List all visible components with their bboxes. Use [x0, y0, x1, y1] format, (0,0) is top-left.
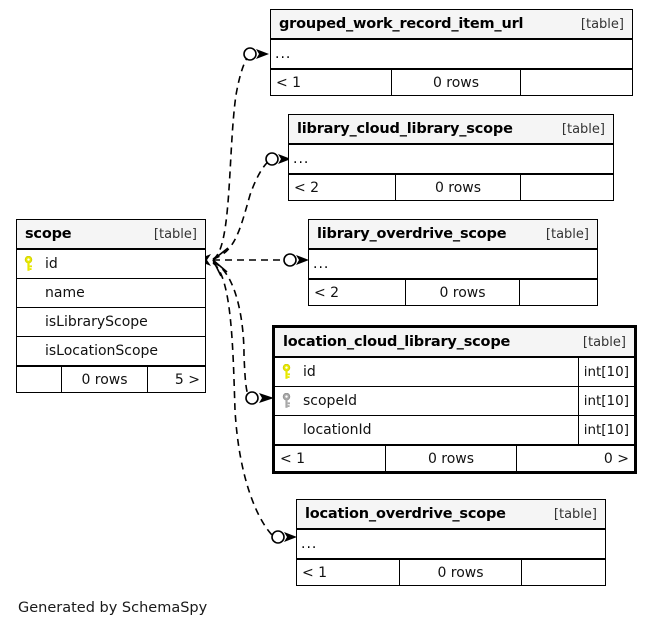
column-name: locationId	[303, 422, 372, 438]
table-column-row[interactable]: locationId int[10]	[275, 416, 634, 445]
cardinality-zero-library-overdrive-scope	[283, 253, 297, 267]
edge-scope-location-overdrive-scope	[212, 262, 273, 536]
column-name: isLibraryScope	[45, 314, 148, 330]
table-header: library_overdrive_scope [table]	[309, 220, 597, 250]
no-key-spacer	[17, 337, 39, 365]
table-collapsed-row: ...	[297, 530, 605, 559]
table-location-cloud-library-scope[interactable]: location_cloud_library_scope [table] id …	[272, 325, 637, 474]
cardinality-zero-grouped-work-record-item-url	[243, 47, 257, 61]
table-type-tag: [table]	[553, 506, 597, 522]
column-name: isLocationScope	[45, 343, 159, 359]
column-name: scopeId	[303, 393, 358, 409]
table-name: grouped_work_record_item_url	[279, 16, 524, 32]
column-type: int[10]	[577, 387, 634, 415]
table-name: scope	[25, 226, 72, 242]
collapsed-ellipsis: ...	[275, 46, 292, 62]
footer-row-count: 0 rows	[399, 560, 521, 585]
generated-by-note: Generated by SchemaSpy	[18, 600, 208, 616]
no-key-spacer	[275, 416, 297, 444]
table-header: location_cloud_library_scope [table]	[275, 328, 634, 358]
table-footer: < 1 0 rows 0 >	[275, 445, 634, 471]
no-key-spacer	[17, 279, 39, 307]
footer-row-count: 0 rows	[61, 367, 147, 392]
table-header: grouped_work_record_item_url [table]	[271, 10, 632, 40]
column-type: int[10]	[577, 416, 634, 444]
footer-parent-count[interactable]: < 2	[314, 284, 340, 301]
table-collapsed-row: ...	[289, 145, 613, 174]
collapsed-ellipsis: ...	[293, 151, 310, 167]
table-footer: 0 rows 5 >	[17, 366, 205, 392]
primary-key-icon	[17, 250, 39, 278]
footer-parent-count[interactable]: < 1	[302, 564, 328, 581]
no-key-spacer	[17, 308, 39, 336]
table-library-overdrive-scope[interactable]: library_overdrive_scope [table] ... < 2 …	[308, 219, 598, 306]
column-name: id	[45, 256, 58, 272]
table-name: location_cloud_library_scope	[283, 334, 511, 350]
table-column-row[interactable]: scopeId int[10]	[275, 387, 634, 416]
table-footer: < 2 0 rows	[309, 279, 597, 305]
edge-scope-library-cloud-library-scope	[212, 159, 271, 260]
table-name: library_overdrive_scope	[317, 226, 507, 242]
edge-scope-location-cloud-library-scope	[212, 261, 250, 398]
table-footer: < 1 0 rows	[271, 69, 632, 95]
footer-row-count: 0 rows	[391, 70, 520, 95]
footer-parent-count[interactable]: < 1	[280, 450, 306, 467]
table-collapsed-row: ...	[271, 40, 632, 69]
table-column-row[interactable]: id	[17, 250, 205, 279]
table-column-row[interactable]: name	[17, 279, 205, 308]
crowsfoot-scope-c	[212, 259, 222, 277]
crowsfoot-scope-a	[212, 247, 229, 261]
column-name: name	[45, 285, 85, 301]
table-type-tag: [table]	[580, 16, 624, 32]
cardinality-zero-location-cloud-library-scope	[245, 391, 259, 405]
table-header: location_overdrive_scope [table]	[297, 500, 605, 530]
table-footer: < 2 0 rows	[289, 174, 613, 200]
footer-parent-count[interactable]	[17, 367, 61, 392]
footer-child-count[interactable]	[521, 560, 605, 585]
table-grouped-work-record-item-url[interactable]: grouped_work_record_item_url [table] ...…	[270, 9, 633, 96]
table-footer: < 1 0 rows	[297, 559, 605, 585]
table-header: library_cloud_library_scope [table]	[289, 115, 613, 145]
footer-child-count[interactable]	[520, 175, 613, 200]
primary-key-icon	[275, 358, 297, 386]
cardinality-zero-library-cloud-library-scope	[265, 152, 279, 166]
foreign-key-icon	[275, 387, 297, 415]
table-column-row[interactable]: id int[10]	[275, 358, 634, 387]
table-type-tag: [table]	[582, 334, 626, 350]
column-type: int[10]	[577, 358, 634, 386]
table-header: scope [table]	[17, 220, 205, 250]
footer-row-count: 0 rows	[395, 175, 520, 200]
cardinality-zero-location-overdrive-scope	[271, 530, 285, 544]
table-collapsed-row: ...	[309, 250, 597, 279]
footer-parent-count[interactable]: < 1	[276, 74, 302, 91]
arrowhead-grouped-work-record-item-url	[256, 49, 269, 59]
table-column-row[interactable]: isLibraryScope	[17, 308, 205, 337]
footer-child-count[interactable]: 5 >	[147, 367, 205, 392]
table-type-tag: [table]	[545, 226, 589, 242]
crowsfoot-scope-b	[212, 259, 228, 273]
collapsed-ellipsis: ...	[301, 536, 318, 552]
footer-child-count[interactable]: 0 >	[516, 446, 634, 471]
table-name: library_cloud_library_scope	[297, 121, 513, 137]
edge-scope-grouped-work-record-item-url	[212, 54, 250, 260]
footer-child-count[interactable]	[520, 70, 632, 95]
footer-parent-count[interactable]: < 2	[294, 179, 320, 196]
table-name: location_overdrive_scope	[305, 506, 506, 522]
table-scope[interactable]: scope [table] id name isLibraryScope	[16, 219, 206, 393]
footer-child-count[interactable]	[519, 280, 597, 305]
table-type-tag: [table]	[561, 121, 605, 137]
table-type-tag: [table]	[153, 226, 197, 242]
table-library-cloud-library-scope[interactable]: library_cloud_library_scope [table] ... …	[288, 114, 614, 201]
collapsed-ellipsis: ...	[313, 256, 330, 272]
footer-row-count: 0 rows	[385, 446, 516, 471]
column-name: id	[303, 364, 316, 380]
table-location-overdrive-scope[interactable]: location_overdrive_scope [table] ... < 1…	[296, 499, 606, 586]
table-column-row[interactable]: isLocationScope	[17, 337, 205, 366]
footer-row-count: 0 rows	[405, 280, 519, 305]
